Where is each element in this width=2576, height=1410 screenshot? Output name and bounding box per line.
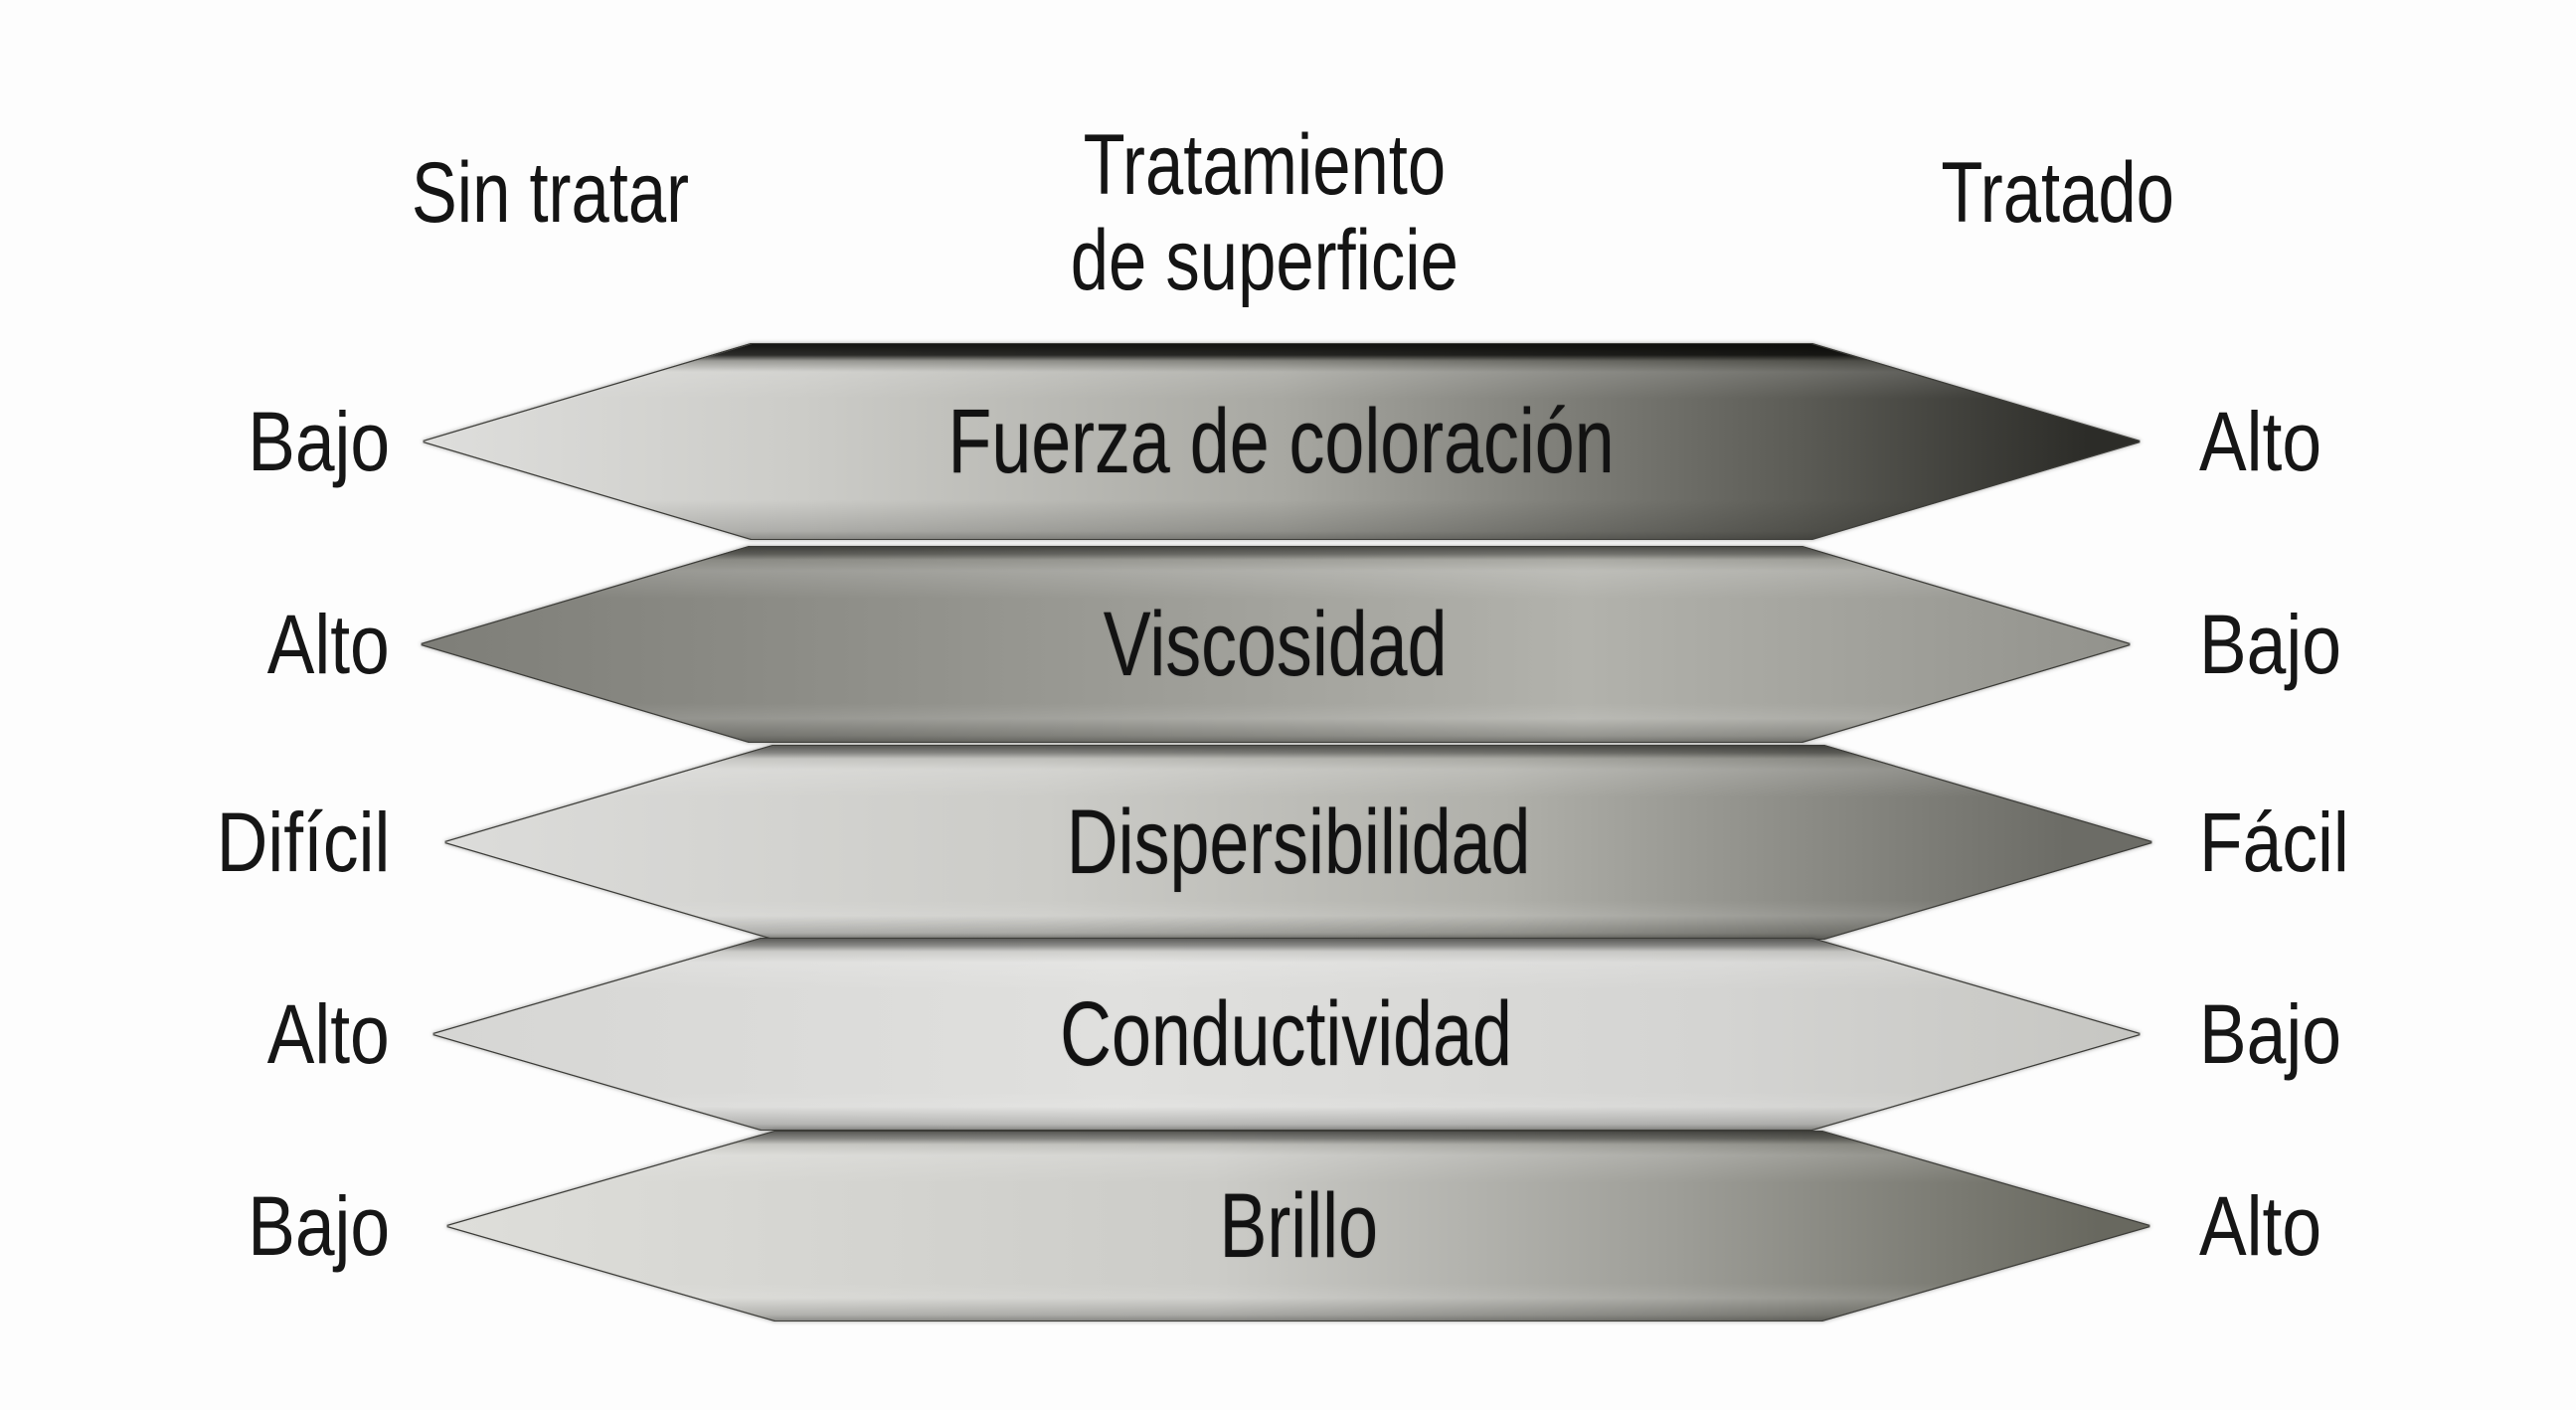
header-untreated: Sin tratar (242, 145, 858, 241)
treated-value-row4: Bajo (2199, 986, 2341, 1081)
property-label-brillo: Brillo (1219, 1174, 1378, 1277)
header-treated: Tratado (1750, 145, 2366, 241)
property-label-viscosidad: Viscosidad (1104, 593, 1448, 695)
header-treatment-line2: de superficie (1070, 213, 1460, 308)
untreated-value-row5: Bajo (248, 1178, 390, 1273)
untreated-value-row2: Alto (266, 597, 390, 691)
arrow-brillo: Brillo (447, 1132, 2149, 1321)
treated-value-row2: Bajo (2199, 597, 2341, 691)
property-label-conductividad: Conductividad (1060, 982, 1513, 1085)
arrow-fuerza-de-coloracion: Fuerza de coloración (424, 344, 2140, 539)
arrow-dispersibilidad: Dispersibilidad (445, 746, 2151, 939)
untreated-value-row3: Difícil (216, 794, 390, 889)
header-treated-text: Tratado (1941, 145, 2175, 241)
header-surface-treatment: Tratamiento de superficie (956, 117, 1573, 308)
property-label-dispersibilidad: Dispersibilidad (1066, 791, 1531, 893)
property-label-fuerza-de-coloracion: Fuerza de coloración (947, 390, 1616, 492)
header-untreated-text: Sin tratar (411, 145, 689, 241)
treated-value-row3: Fácil (2199, 794, 2349, 889)
header-treatment-line1: Tratamiento (1083, 117, 1447, 213)
untreated-value-row4: Alto (266, 986, 390, 1081)
untreated-value-row1: Bajo (248, 394, 390, 488)
treated-value-row1: Alto (2199, 394, 2322, 488)
treated-value-row5: Alto (2199, 1178, 2322, 1273)
arrow-viscosidad: Viscosidad (422, 547, 2130, 742)
arrow-conductividad: Conductividad (433, 939, 2140, 1130)
